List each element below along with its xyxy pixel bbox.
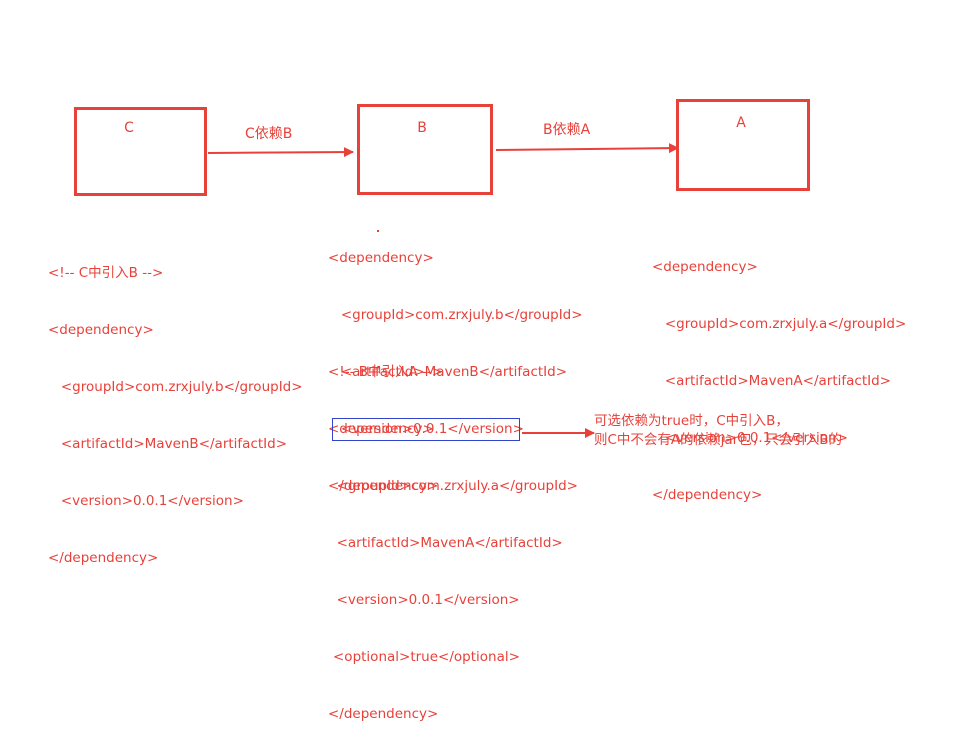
code-line: <version>0.0.1</version> (328, 421, 524, 437)
code-line: <!-- B中引入A --> (328, 364, 444, 380)
optional-highlight-box (332, 418, 520, 441)
code-line: </dependency> (652, 487, 763, 503)
edge-b-to-a-label: B依赖A (543, 122, 591, 138)
node-b-box (357, 104, 493, 195)
node-c-box (74, 107, 207, 196)
code-line: <!-- C中引入B --> (48, 265, 164, 281)
node-a-box (676, 99, 810, 191)
code-line: <version>0.0.1</version> (48, 493, 244, 509)
edge-c-to-b-label: C依赖B (245, 126, 293, 142)
code-line-optional: <optional>true</optional> (333, 649, 520, 665)
arrow-b-to-a (495, 143, 679, 154)
code-block-b-self: <dependency> <groupId>com.zrxjuly.b</gro… (328, 211, 583, 515)
code-line: </dependency> (48, 550, 159, 566)
node-b-label: B (417, 120, 427, 136)
code-line: <version>0.0.1</version> (328, 592, 520, 608)
code-line: <dependency> (328, 250, 434, 266)
arrows-layer (207, 143, 679, 438)
code-line: <artifactId>MavenB</artifactId> (328, 364, 568, 380)
arrow-c-to-b (207, 147, 354, 158)
code-line: <groupId>com.zrxjuly.b</groupId> (328, 307, 583, 323)
code-line: <groupId>com.zrxjuly.a</groupId> (652, 316, 907, 332)
node-a-label: A (736, 115, 746, 131)
node-c-label: C (124, 120, 134, 136)
code-line: <dependency> (328, 421, 434, 437)
code-line: <groupId>com.zrxjuly.a</groupId> (328, 478, 578, 494)
code-line: <dependency> (48, 322, 154, 338)
code-block-c: <!-- C中引入B --> <dependency> <groupId>com… (48, 226, 303, 587)
code-line: </dependency> (328, 706, 439, 722)
code-line: <dependency> (652, 259, 758, 275)
code-line: <artifactId>MavenB</artifactId> (48, 436, 288, 452)
note-line-1: 可选依赖为true时，C中引入B， (594, 413, 789, 429)
code-line: </dependency> (328, 478, 439, 494)
code-block-a: <dependency> <groupId>com.zrxjuly.a</gro… (652, 220, 906, 524)
note-line-2: 则C中不会有A的依赖jar包，只会引入B的 (594, 432, 842, 448)
code-line: <version>0.0.1</version> (652, 430, 848, 446)
code-block-b-import: <!-- B中引入A --> <dependency> <groupId>com… (328, 325, 578, 743)
code-line: <groupId>com.zrxjuly.b</groupId> (48, 379, 303, 395)
code-line: <artifactId>MavenA</artifactId> (652, 373, 891, 389)
code-line: <artifactId>MavenA</artifactId> (328, 535, 563, 551)
stray-dot (377, 230, 379, 232)
